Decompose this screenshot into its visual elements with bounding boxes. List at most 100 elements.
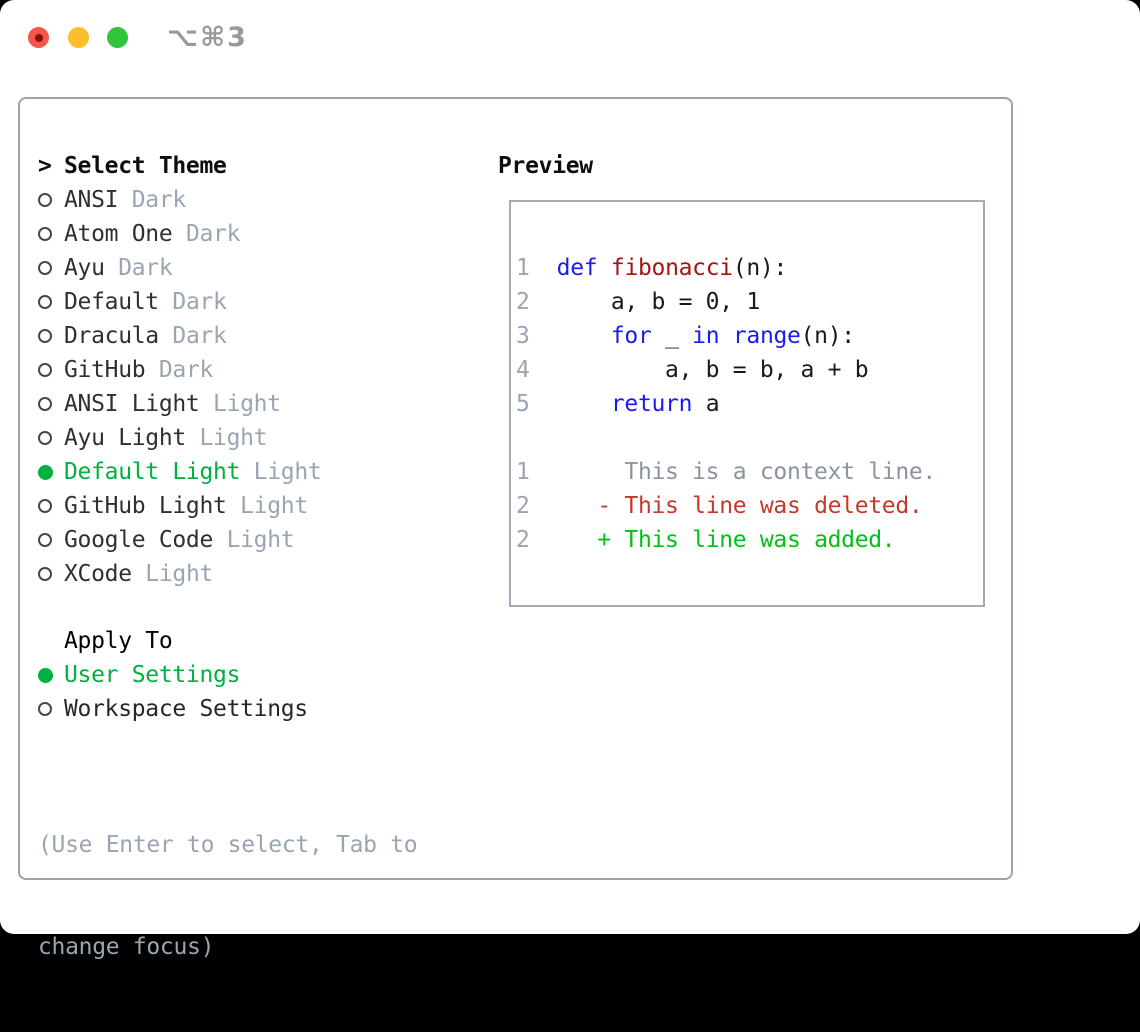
theme-option-default[interactable]: Default Dark [38, 285, 321, 319]
theme-option-bullet-slot [38, 464, 64, 480]
close-button-dot [34, 33, 43, 42]
preview-segment-num: 3 [516, 323, 530, 349]
close-button[interactable] [28, 27, 49, 48]
preview-segment-plain [530, 323, 611, 349]
theme-option-variant-tag: Dark [104, 255, 173, 281]
radio-unselected-icon [38, 227, 52, 241]
apply-option-workspace-settings[interactable]: Workspace Settings [38, 692, 308, 726]
preview-segment-plain [530, 493, 598, 519]
preview-blank-line [516, 421, 983, 455]
apply-to-header: Apply To [38, 624, 308, 658]
theme-option-bullet-slot [38, 193, 64, 207]
radio-unselected-icon [38, 261, 52, 275]
radio-unselected-icon [38, 295, 52, 309]
preview-segment-plain [719, 323, 733, 349]
apply-option-label: Workspace Settings [64, 696, 308, 722]
theme-option-bullet-slot [38, 431, 64, 445]
preview-segment-plain: _ [651, 323, 693, 349]
theme-option-variant-tag: Light [199, 391, 281, 417]
radio-unselected-icon [38, 702, 52, 716]
theme-option-bullet-slot [38, 499, 64, 513]
radio-unselected-icon [38, 533, 52, 547]
radio-selected-icon [38, 464, 53, 480]
theme-option-github-light[interactable]: GitHub Light Light [38, 489, 321, 523]
theme-option-bullet-slot [38, 295, 64, 309]
theme-option-ansi[interactable]: ANSI Dark [38, 183, 321, 217]
radio-unselected-icon [38, 397, 52, 411]
theme-option-variant-tag: Light [226, 493, 308, 519]
maximize-button[interactable] [107, 27, 128, 48]
apply-to-title: Apply To [64, 628, 173, 654]
theme-option-name: ANSI [64, 187, 119, 213]
radio-unselected-icon [38, 193, 52, 207]
theme-option-name: ANSI Light [64, 391, 200, 417]
theme-option-name: Ayu Light [64, 425, 186, 451]
theme-option-github[interactable]: GitHub Dark [38, 353, 321, 387]
help-text: (Use Enter to select, Tab to change focu… [38, 760, 418, 1032]
window-shortcut-label: ⌥⌘3 [167, 22, 248, 53]
titlebar: ⌥⌘3 [0, 0, 1140, 76]
theme-option-variant-tag: Dark [145, 357, 214, 383]
radio-unselected-icon [38, 567, 52, 581]
preview-segment-del: - This line was deleted. [597, 493, 923, 519]
preview-segment-plain: a, b = b, a + b [529, 357, 869, 383]
theme-list-title: Select Theme [64, 153, 227, 179]
preview-segment-num: 1 [516, 459, 530, 485]
theme-option-name: Atom One [64, 221, 173, 247]
minimize-button[interactable] [68, 27, 89, 48]
radio-unselected-icon [38, 363, 52, 377]
theme-option-name: XCode [64, 561, 132, 587]
preview-segment-num: 4 [516, 357, 530, 383]
preview-segment-plain [530, 391, 611, 417]
theme-option-name: Default Light [64, 459, 241, 485]
apply-option-user-settings[interactable]: User Settings [38, 658, 308, 692]
theme-option-variant-tag: Dark [118, 187, 187, 213]
theme-option-atom-one[interactable]: Atom One Dark [38, 217, 321, 251]
theme-option-variant-tag: Light [213, 527, 295, 553]
preview-line: 2 + This line was added. [516, 523, 983, 557]
theme-option-name: Google Code [64, 527, 214, 553]
preview-line: 1 This is a context line. [516, 455, 983, 489]
theme-option-variant-tag: Light [185, 425, 268, 451]
preview-segment-num: 2 [516, 493, 530, 519]
theme-option-ansi-light[interactable]: ANSI Light Light [38, 387, 321, 421]
radio-unselected-icon [38, 499, 52, 513]
theme-option-bullet-slot [38, 363, 64, 377]
preview-segment-kw: in [692, 323, 720, 349]
theme-option-name: GitHub [64, 357, 146, 383]
theme-option-name: Ayu [64, 255, 105, 281]
theme-option-default-light[interactable]: Default Light Light [38, 455, 322, 489]
apply-option-bullet-slot [38, 702, 64, 716]
theme-option-ayu-light[interactable]: Ayu Light Light [38, 421, 321, 455]
theme-option-bullet-slot [38, 533, 64, 547]
theme-option-variant-tag: Light [240, 459, 322, 485]
theme-option-name: Dracula [64, 323, 159, 349]
radio-selected-icon [38, 667, 53, 683]
apply-option-label: User Settings [64, 662, 241, 688]
help-text-line1: (Use Enter to select, Tab to [38, 832, 418, 858]
theme-option-variant-tag: Dark [158, 289, 227, 315]
preview-segment-plain: (n): [800, 323, 856, 349]
radio-unselected-icon [38, 431, 52, 445]
preview-segment-plain [597, 255, 611, 281]
preview-segment-num: 2 [516, 527, 530, 553]
theme-option-bullet-slot [38, 261, 64, 275]
theme-list-header: > Select Theme [38, 149, 321, 183]
theme-option-variant-tag: Dark [172, 221, 241, 247]
theme-option-ayu[interactable]: Ayu Dark [38, 251, 321, 285]
preview-segment-plain [530, 255, 557, 281]
preview-segment-plain: (n): [732, 255, 788, 281]
theme-option-variant-tag: Dark [158, 323, 227, 349]
preview-title: Preview [498, 153, 593, 179]
theme-option-xcode[interactable]: XCode Light [38, 557, 321, 591]
preview-segment-plain [530, 527, 598, 553]
theme-option-bullet-slot [38, 567, 64, 581]
theme-option-google-code[interactable]: Google Code Light [38, 523, 321, 557]
preview-segment-kw: range [732, 323, 801, 349]
preview-segment-num: 2 [516, 289, 530, 315]
focus-caret-icon: > [38, 153, 52, 179]
theme-option-dracula[interactable]: Dracula Dark [38, 319, 321, 353]
